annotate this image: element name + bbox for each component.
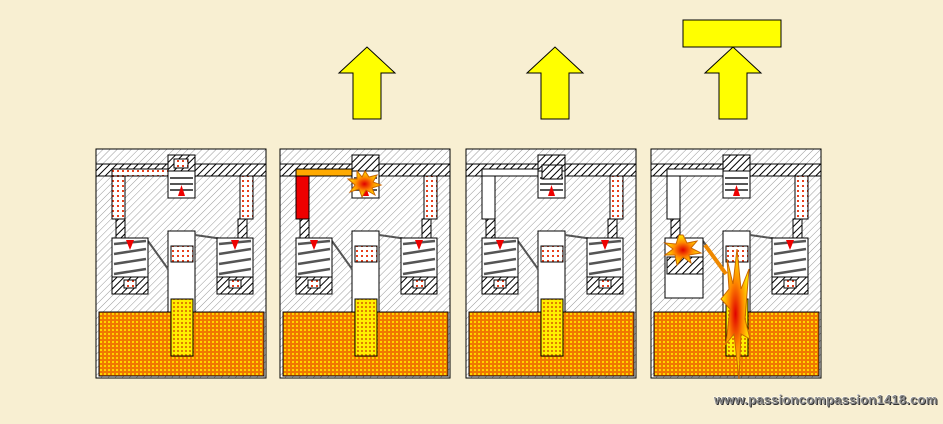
stage-3-panel [466,149,636,378]
explosion-icon [663,234,703,267]
stage-4-panel [651,149,821,380]
watermark: www.passioncompassion1418.com [714,392,938,407]
lifted-block [682,19,782,48]
explosion-icon [720,248,751,380]
up-arrow-stage-3 [526,46,584,120]
up-arrow-stage-4 [704,46,762,120]
stage-1-panel [96,149,266,378]
stage-2-panel [280,149,450,378]
explosion-icon [346,169,383,199]
up-arrow-stage-2 [338,46,396,120]
